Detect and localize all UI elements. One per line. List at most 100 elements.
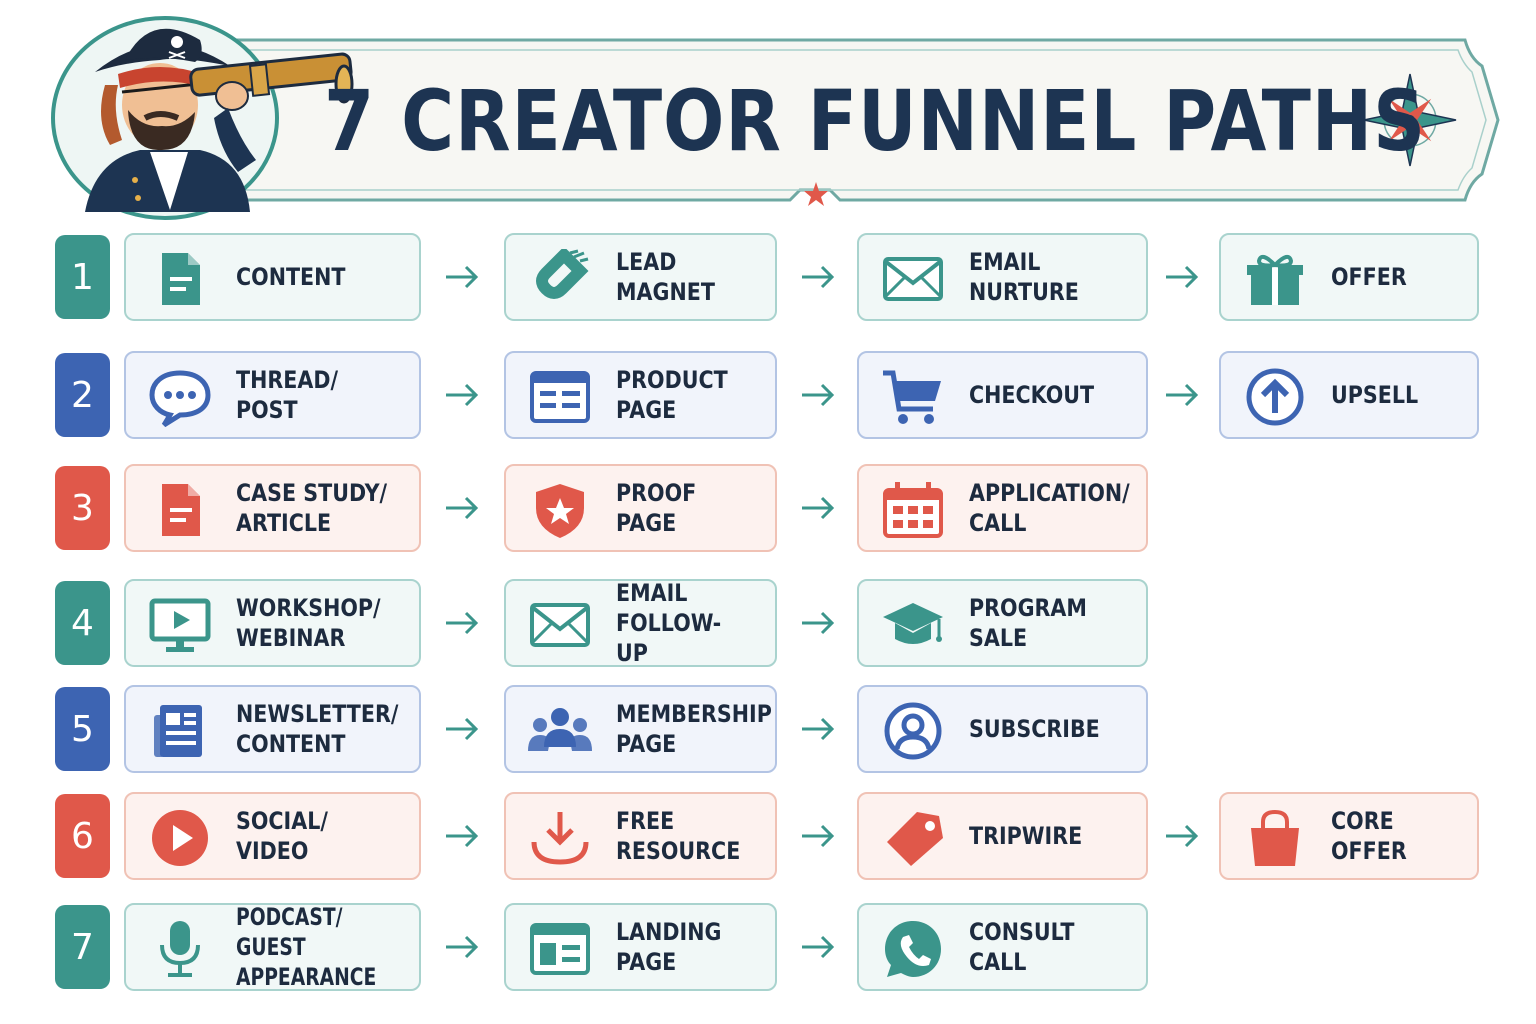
funnel-step-label: THREAD/ POST xyxy=(236,366,338,424)
funnel-step-card: CHECKOUT xyxy=(857,351,1148,439)
funnel-step-card: EMAIL FOLLOW-UP xyxy=(504,579,777,667)
funnel-step-card: NEWSLETTER/ CONTENT xyxy=(124,685,421,773)
landing-page-icon xyxy=(528,919,592,979)
microphone-icon xyxy=(148,919,212,979)
funnel-step-label: CORE OFFER xyxy=(1331,807,1407,865)
funnel-row-5: 5 NEWSLETTER/ CONTENT MEMBERSHIP PAGE SUBSC… xyxy=(0,685,1536,773)
funnel-step-label: UPSELL xyxy=(1331,381,1419,409)
funnel-row-3: 3 CASE STUDY/ ARTICLE PROOF PAGE APPLICATIO… xyxy=(0,464,1536,552)
funnel-step-card: CASE STUDY/ ARTICLE xyxy=(124,464,421,552)
price-tag-icon xyxy=(881,808,945,868)
header-banner: 7 CREATOR FUNNEL PATHS xyxy=(0,0,1536,220)
funnel-step-card: EMAIL NURTURE xyxy=(857,233,1148,321)
arrow-right-icon xyxy=(442,259,482,295)
banner-frame xyxy=(51,16,1500,220)
arrow-right-icon xyxy=(442,377,482,413)
funnel-step-card: PROGRAM SALE xyxy=(857,579,1148,667)
funnel-step-label: MEMBERSHIP PAGE xyxy=(616,700,772,758)
gift-icon xyxy=(1243,249,1307,309)
funnel-step-card: SOCIAL/ VIDEO xyxy=(124,792,421,880)
play-circle-icon xyxy=(148,808,212,868)
funnel-step-card: CORE OFFER xyxy=(1219,792,1479,880)
funnel-step-label: FREE RESOURCE xyxy=(616,807,741,865)
funnel-step-label: NEWSLETTER/ CONTENT xyxy=(236,700,399,758)
funnel-step-label: PRODUCT PAGE xyxy=(616,366,728,424)
funnel-step-label: APPLICATION/ CALL xyxy=(969,479,1130,537)
row-number-badge: 4 xyxy=(55,581,110,665)
newspaper-icon xyxy=(148,701,212,761)
funnel-step-label: CHECKOUT xyxy=(969,381,1095,409)
funnel-step-label: PODCAST/ GUEST APPEARANCE xyxy=(236,903,377,991)
funnel-step-label: PROOF PAGE xyxy=(616,479,697,537)
funnel-step-card: OFFER xyxy=(1219,233,1479,321)
arrow-right-icon xyxy=(1162,818,1202,854)
download-icon xyxy=(528,808,592,868)
funnel-row-1: 1 CONTENT LEAD MAGNET EMAIL NURTURE OFFER xyxy=(0,233,1536,321)
shield-star-icon xyxy=(528,480,592,540)
funnel-step-label: SUBSCRIBE xyxy=(969,715,1100,743)
phone-bubble-icon xyxy=(881,919,945,979)
row-number-badge: 6 xyxy=(55,794,110,878)
funnel-step-label: CASE STUDY/ ARTICLE xyxy=(236,479,388,537)
row-number-badge: 1 xyxy=(55,235,110,319)
row-number-badge: 3 xyxy=(55,466,110,550)
funnel-step-card: LEAD MAGNET xyxy=(504,233,777,321)
page-title: 7 CREATOR FUNNEL PATHS xyxy=(324,72,1426,170)
funnel-step-label: LANDING PAGE xyxy=(616,918,722,976)
upload-arrow-icon xyxy=(1243,367,1307,427)
arrow-right-icon xyxy=(798,377,838,413)
banner-star-ornament xyxy=(804,182,828,206)
funnel-step-card: WORKSHOP/ WEBINAR xyxy=(124,579,421,667)
funnel-step-label: LEAD MAGNET xyxy=(616,248,715,306)
funnel-step-card: TRIPWIRE xyxy=(857,792,1148,880)
user-circle-icon xyxy=(881,701,945,761)
group-icon xyxy=(528,701,592,761)
arrow-right-icon xyxy=(798,259,838,295)
arrow-right-icon xyxy=(442,711,482,747)
funnel-step-card: PROOF PAGE xyxy=(504,464,777,552)
envelope-icon xyxy=(528,595,592,655)
arrow-right-icon xyxy=(798,929,838,965)
funnel-step-card: CONTENT xyxy=(124,233,421,321)
browser-page-icon xyxy=(528,367,592,427)
compass-rose-ornament xyxy=(1363,73,1457,167)
arrow-right-icon xyxy=(798,490,838,526)
monitor-play-icon xyxy=(148,595,212,655)
funnel-step-card: MEMBERSHIP PAGE xyxy=(504,685,777,773)
arrow-right-icon xyxy=(1162,377,1202,413)
row-number-badge: 5 xyxy=(55,687,110,771)
shopping-cart-icon xyxy=(881,367,945,427)
funnel-step-label: EMAIL NURTURE xyxy=(969,248,1079,306)
document-icon xyxy=(148,249,212,309)
funnel-step-label: OFFER xyxy=(1331,263,1407,291)
pirate-captain-illustration xyxy=(51,16,354,220)
arrow-right-icon xyxy=(442,490,482,526)
funnel-step-label: CONTENT xyxy=(236,263,346,291)
chat-bubble-icon xyxy=(148,367,212,427)
funnel-step-card: THREAD/ POST xyxy=(124,351,421,439)
arrow-right-icon xyxy=(798,605,838,641)
arrow-right-icon xyxy=(442,929,482,965)
funnel-step-label: EMAIL FOLLOW-UP xyxy=(616,579,722,667)
funnel-step-card: SUBSCRIBE xyxy=(857,685,1148,773)
shopping-bag-icon xyxy=(1243,808,1307,868)
funnel-step-card: LANDING PAGE xyxy=(504,903,777,991)
funnel-step-card: CONSULT CALL xyxy=(857,903,1148,991)
magnet-icon xyxy=(528,249,592,309)
funnel-step-label: CONSULT CALL xyxy=(969,918,1075,976)
arrow-right-icon xyxy=(798,711,838,747)
arrow-right-icon xyxy=(442,818,482,854)
funnel-step-card: APPLICATION/ CALL xyxy=(857,464,1148,552)
funnel-step-card: FREE RESOURCE xyxy=(504,792,777,880)
graduation-cap-icon xyxy=(881,595,945,655)
arrow-right-icon xyxy=(1162,259,1202,295)
arrow-right-icon xyxy=(798,818,838,854)
funnel-step-card: PODCAST/ GUEST APPEARANCE xyxy=(124,903,421,991)
funnel-step-card: PRODUCT PAGE xyxy=(504,351,777,439)
envelope-icon xyxy=(881,249,945,309)
funnel-step-label: TRIPWIRE xyxy=(969,822,1083,850)
calendar-icon xyxy=(881,480,945,540)
